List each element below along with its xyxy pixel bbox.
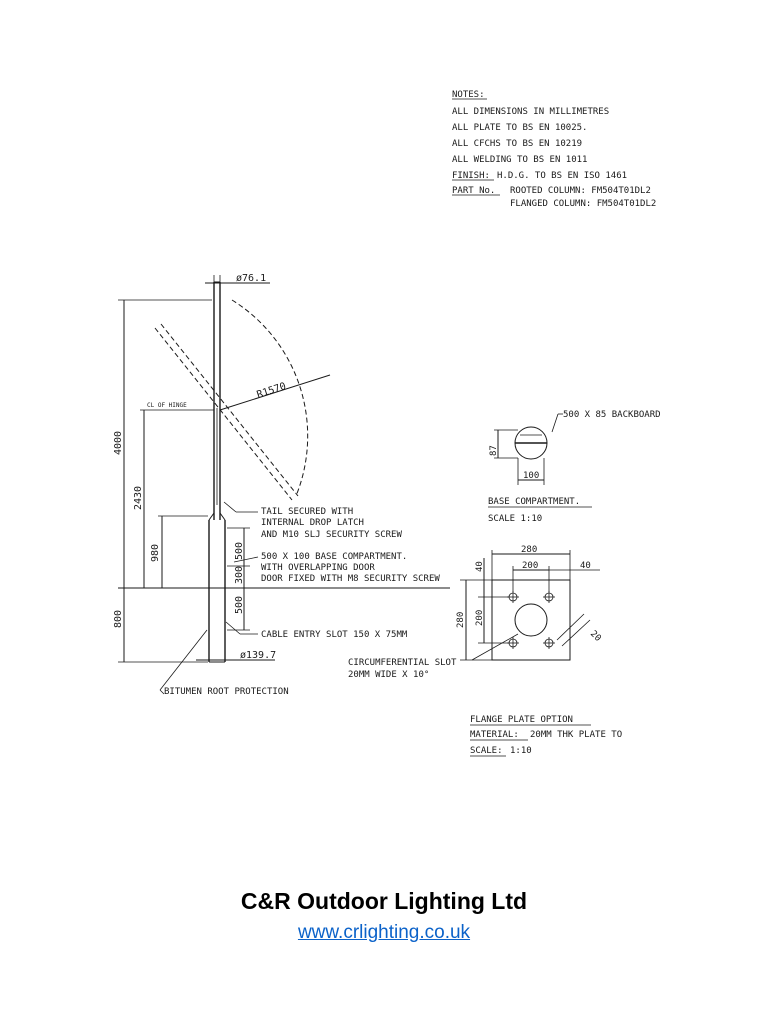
material-label: MATERIAL: xyxy=(470,730,519,740)
seg-300: 300 xyxy=(234,566,245,584)
website-link[interactable]: www.crlighting.co.uk xyxy=(297,922,471,943)
slot-note: CIRCUMFERENTIAL SLOT xyxy=(348,658,457,668)
slot-note: 20MM WIDE X 10° xyxy=(348,670,429,680)
swing-arc xyxy=(231,299,309,497)
dim-280-left: 280 xyxy=(456,612,466,628)
compartment-note: WITH OVERLAPPING DOOR xyxy=(261,563,375,573)
finish-value: H.D.G. TO BS EN ISO 1461 xyxy=(497,171,627,181)
dim-87: 87 xyxy=(489,445,499,456)
note-line: ALL CFCHS TO BS EN 10219 xyxy=(452,139,582,149)
seg-500-bottom: 500 xyxy=(234,596,245,614)
base-compartment-scale: SCALE 1:10 xyxy=(488,514,542,524)
radius-label: R1570 xyxy=(256,381,288,401)
dim-40-right: 40 xyxy=(580,561,591,571)
dim-200-top: 200 xyxy=(522,561,538,571)
bitumen-note: BITUMEN ROOT PROTECTION xyxy=(164,687,289,697)
seg-500-top: 500 xyxy=(234,542,245,560)
part-label: PART No. xyxy=(452,186,495,196)
dim-20: 20 xyxy=(588,629,603,644)
flange-plate-detail: 280 200 40 280 200 40 20 CIRCUMFERENTIAL… xyxy=(348,545,622,757)
notes-heading: NOTES: xyxy=(452,90,485,100)
finish-label: FINISH: xyxy=(452,171,490,181)
flange-title: FLANGE PLATE OPTION xyxy=(470,715,573,725)
note-line: ALL PLATE TO BS EN 10025. xyxy=(452,123,587,133)
dim-280-top: 280 xyxy=(521,545,537,555)
compartment-note: 500 X 100 BASE COMPARTMENT. xyxy=(261,552,407,562)
base-diameter-label: ø139.7 xyxy=(240,650,276,661)
company-name: C&R Outdoor Lighting Ltd xyxy=(240,888,528,914)
scale-label: SCALE: xyxy=(470,746,503,756)
dim-980: 980 xyxy=(150,544,161,562)
column-elevation: R1570 ø76.1 ø139.7 4000 CL OF HINGE 2430… xyxy=(113,273,450,697)
dim-2430: 2430 xyxy=(133,486,144,510)
dim-800: 800 xyxy=(113,610,124,628)
part-rooted: ROOTED COLUMN: FM504T01DL2 xyxy=(510,186,651,196)
scale-value: 1:10 xyxy=(510,746,532,756)
dim-40-top: 40 xyxy=(475,561,485,572)
tail-note: TAIL SECURED WITH xyxy=(261,507,353,517)
note-line: ALL DIMENSIONS IN MILLIMETRES xyxy=(452,107,609,117)
material-value: 20MM THK PLATE TO xyxy=(530,730,622,740)
hinge-label: CL OF HINGE xyxy=(147,402,187,409)
base-compartment-detail: 500 X 85 BACKBOARD 87 100 BASE COMPARTME… xyxy=(488,410,661,524)
cable-note: CABLE ENTRY SLOT 150 X 75MM xyxy=(261,630,408,640)
dim-4000: 4000 xyxy=(113,431,124,455)
notes-block: NOTES: ALL DIMENSIONS IN MILLIMETRES ALL… xyxy=(452,90,656,209)
top-diameter-label: ø76.1 xyxy=(236,273,266,284)
part-flanged: FLANGED COLUMN: FM504T01DL2 xyxy=(510,199,656,209)
dim-200-left: 200 xyxy=(475,610,485,626)
backboard-label: 500 X 85 BACKBOARD xyxy=(563,410,661,420)
tail-note: AND M10 SLJ SECURITY SCREW xyxy=(261,530,402,540)
compartment-note: DOOR FIXED WITH M8 SECURITY SCREW xyxy=(261,574,440,584)
base-compartment-title: BASE COMPARTMENT. xyxy=(488,497,580,507)
tail-note: INTERNAL DROP LATCH xyxy=(261,518,364,528)
dim-100: 100 xyxy=(523,471,539,481)
note-line: ALL WELDING TO BS EN 1011 xyxy=(452,155,587,165)
